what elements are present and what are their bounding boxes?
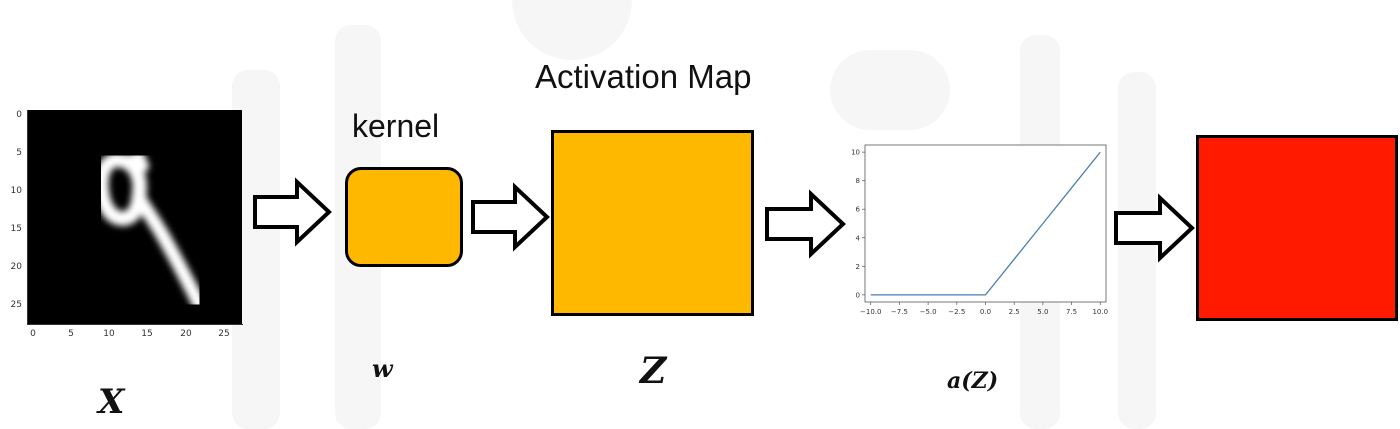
relu-plot-area: −10.0 −7.5 −5.0 −2.5 0.0 2.5 5.0 7.5 10.0 0 2 4 6 8 1…: [851, 144, 1108, 316]
activation-map-box: [551, 130, 754, 316]
mnist-input-image: 0 5 10 15 20 25 0 5 10 15 20 25: [0, 104, 250, 344]
input-label-x: X: [98, 382, 125, 422]
relu-x-tick-label: 0.0: [980, 308, 991, 316]
right-arrow-icon: [253, 177, 332, 247]
relu-x-tick-label: 7.5: [1066, 308, 1077, 316]
relu-x-tick-label: −10.0: [860, 308, 881, 316]
handwritten-nine-digit: [94, 150, 207, 312]
background-watermark-mid-right: [830, 50, 950, 130]
mnist-x-tick: 0: [30, 329, 36, 339]
mnist-y-tick: 0: [16, 110, 22, 120]
relu-y-tick-label: 2: [856, 263, 860, 271]
kernel-label: kernel: [352, 108, 440, 144]
relu-x-tick-label: −7.5: [891, 308, 908, 316]
relu-y-tick-label: 0: [856, 291, 860, 299]
background-watermark-mid: [512, 0, 632, 60]
relu-x-tick-label: −5.0: [920, 308, 937, 316]
mnist-x-tick: 5: [68, 329, 74, 339]
relu-x-tick-label: 5.0: [1037, 308, 1048, 316]
relu-y-tick-label: 4: [856, 234, 861, 242]
mnist-x-tick: 20: [180, 329, 192, 339]
mnist-y-tick: 25: [10, 300, 22, 310]
mnist-x-tick: 25: [218, 329, 230, 339]
activation-map-label-z: Z: [640, 350, 667, 392]
mnist-axis-left: [27, 110, 28, 325]
mnist-pixel-grid: [28, 110, 242, 324]
kernel-box: [345, 167, 463, 267]
relu-x-tick-label: 10.0: [1092, 308, 1108, 316]
background-watermark-far-right: [1118, 72, 1156, 429]
mnist-y-tick: 10: [10, 186, 22, 196]
relu-y-tick-label: 6: [856, 206, 861, 214]
right-arrow-icon: [471, 182, 550, 252]
mnist-y-tick: 20: [10, 262, 22, 272]
relu-x-tick-label: −2.5: [948, 308, 965, 316]
mnist-y-tick: 15: [10, 224, 22, 234]
mnist-y-tick: 5: [16, 148, 22, 158]
kernel-weight-label-w: w: [372, 354, 393, 383]
mnist-axis-bottom: [27, 324, 243, 325]
relu-y-tick-label: 10: [851, 149, 860, 157]
right-arrow-icon: [765, 189, 846, 259]
relu-activation-chart: −10.0 −7.5 −5.0 −2.5 0.0 2.5 5.0 7.5 10.0 0 2 4 6 8 1…: [840, 140, 1110, 320]
mnist-x-tick: 15: [141, 329, 153, 339]
mnist-x-tick: 10: [103, 329, 115, 339]
activation-function-label-az: a(Z): [947, 368, 999, 394]
relu-y-tick-label: 8: [856, 177, 860, 185]
relu-x-tick-label: 2.5: [1009, 308, 1020, 316]
output-activation-box: [1196, 135, 1398, 321]
right-arrow-icon: [1114, 193, 1195, 263]
relu-series-line: [870, 151, 1101, 296]
activation-map-title: Activation Map: [535, 58, 752, 95]
